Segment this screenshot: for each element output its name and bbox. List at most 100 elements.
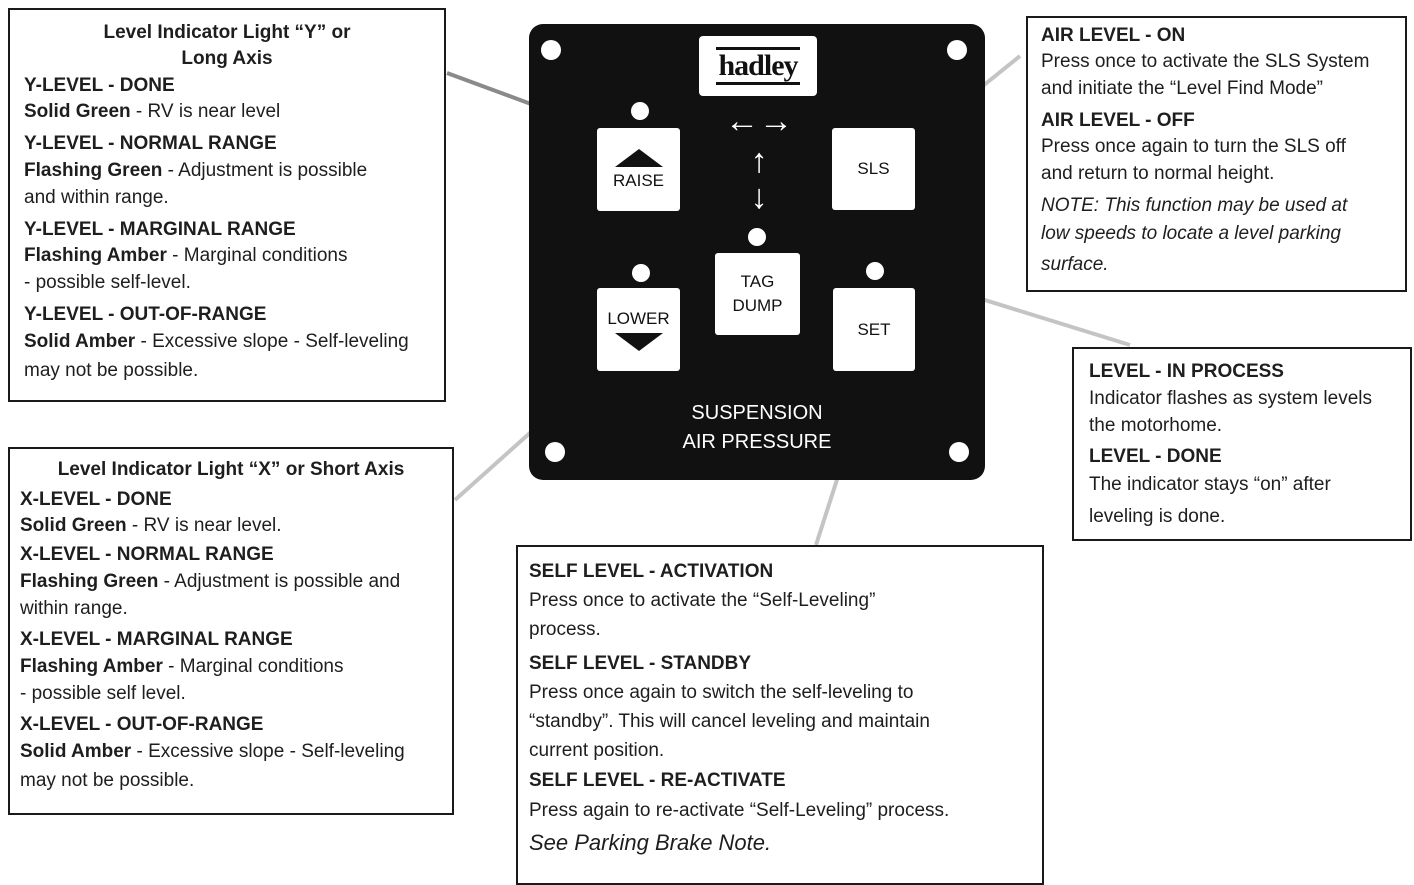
self-act-text1: Press once to activate the “Self-Levelin…	[529, 590, 876, 611]
x-out-bold: Solid Amber	[20, 741, 132, 762]
self-act-head: SELF LEVEL - ACTIVATION	[529, 561, 774, 582]
control-panel: hadley ←→ ↑ ↓ RAISE SLS LOWER TAG DUMP S…	[529, 24, 985, 480]
x-box-title: Level Indicator Light “X” or Short Axis	[57, 459, 405, 480]
x-done-head: X-LEVEL - DONE	[20, 489, 172, 510]
down-arrow-icon: ↓	[750, 178, 768, 216]
self-act-text2: process.	[529, 619, 601, 640]
y-marginal-text2: - possible self-level.	[24, 272, 191, 293]
x-marginal-desc: - Marginal conditions	[162, 656, 344, 677]
x-normal-head: X-LEVEL - NORMAL RANGE	[20, 544, 274, 565]
mount-hole-tr	[947, 40, 967, 60]
self-standby-text2: “standby”. This will cancel leveling and…	[529, 711, 930, 732]
x-done-desc: - RV is near level.	[126, 515, 282, 536]
x-marginal-text2: - possible self level.	[20, 683, 186, 704]
x-normal-text1: Flashing Green - Adjustment is possible …	[20, 571, 400, 593]
x-out-desc: - Excessive slope - Self-leveling	[131, 741, 405, 762]
x-out-head: X-LEVEL - OUT-OF-RANGE	[20, 714, 264, 735]
self-level-box: SELF LEVEL - ACTIVATION Press once to ac…	[516, 545, 1044, 885]
air-note-1: NOTE: This function may be used at	[1041, 195, 1348, 216]
y-done-bold: Solid Green	[24, 101, 131, 122]
x-normal-bold: Flashing Green	[20, 571, 159, 592]
y-done-desc: - RV is near level	[130, 101, 281, 122]
level-done-text1: The indicator stays “on” after	[1089, 474, 1331, 495]
self-reactivate-text: Press again to re-activate “Self-Levelin…	[529, 800, 950, 821]
x-level-box: Level Indicator Light “X” or Short Axis …	[8, 447, 454, 815]
lower-label: LOWER	[607, 308, 670, 328]
sls-button[interactable]: SLS	[832, 128, 915, 210]
y-box-title-1: Level Indicator Light “Y” or	[103, 22, 351, 43]
air-off-text1: Press once again to turn the SLS off	[1041, 136, 1346, 157]
y-out-desc: - Excessive slope - Self-leveling	[135, 331, 409, 352]
led-x-indicator	[748, 228, 766, 246]
mount-hole-tl	[541, 40, 561, 60]
self-standby-head: SELF LEVEL - STANDBY	[529, 653, 752, 674]
x-marginal-head: X-LEVEL - MARGINAL RANGE	[20, 629, 293, 650]
mount-hole-bl	[545, 442, 565, 462]
led-level-indicator	[866, 262, 884, 280]
set-label: SET	[857, 319, 891, 339]
y-normal-text1: Flashing Green - Adjustment is possible	[24, 160, 367, 182]
level-done-text2: leveling is done.	[1089, 506, 1226, 527]
air-note-3: surface.	[1041, 254, 1109, 275]
air-note-2: low speeds to locate a level parking	[1041, 223, 1341, 244]
lower-button[interactable]: LOWER	[597, 288, 680, 371]
y-marginal-head: Y-LEVEL - MARGINAL RANGE	[24, 219, 296, 240]
y-normal-bold: Flashing Green	[24, 160, 163, 181]
y-level-box: Level Indicator Light “Y” or Long Axis Y…	[8, 8, 446, 402]
horizontal-arrow-icon: ←→	[725, 102, 793, 140]
tag-label: TAG	[740, 272, 775, 291]
y-out-text1: Solid Amber - Excessive slope - Self-lev…	[24, 331, 409, 353]
air-off-head: AIR LEVEL - OFF	[1041, 110, 1195, 131]
air-on-head: AIR LEVEL - ON	[1041, 25, 1186, 46]
x-out-text1: Solid Amber - Excessive slope - Self-lev…	[20, 741, 405, 763]
x-out-text2: may not be possible.	[20, 770, 195, 791]
level-done-head: LEVEL - DONE	[1089, 446, 1222, 467]
air-level-box: AIR LEVEL - ON Press once to activate th…	[1026, 16, 1407, 292]
level-process-text2: the motorhome.	[1089, 415, 1223, 436]
level-process-box: LEVEL - IN PROCESS Indicator flashes as …	[1072, 347, 1412, 541]
x-marginal-text1: Flashing Amber - Marginal conditions	[20, 656, 343, 678]
y-done-head: Y-LEVEL - DONE	[24, 75, 175, 96]
led-y-indicator	[631, 102, 649, 120]
y-out-head: Y-LEVEL - OUT-OF-RANGE	[24, 304, 267, 325]
air-on-text1: Press once to activate the SLS System	[1041, 51, 1370, 72]
set-button[interactable]: SET	[833, 288, 915, 371]
self-reactivate-head: SELF LEVEL - RE-ACTIVATE	[529, 770, 786, 791]
logo-text: hadley	[716, 47, 800, 85]
level-process-head: LEVEL - IN PROCESS	[1089, 361, 1284, 382]
level-process-text1: Indicator flashes as system levels	[1089, 388, 1373, 409]
x-normal-text2: within range.	[20, 598, 128, 619]
air-on-text2: and initiate the “Level Find Mode”	[1041, 78, 1323, 99]
led-lower-indicator	[632, 264, 650, 282]
panel-label-air-pressure: AIR PRESSURE	[682, 431, 832, 453]
y-done-text: Solid Green - RV is near level	[24, 101, 280, 123]
y-box-title-2: Long Axis	[181, 48, 273, 69]
hadley-logo: hadley	[699, 36, 817, 96]
y-normal-text2: and within range.	[24, 187, 169, 208]
self-standby-text1: Press once again to switch the self-leve…	[529, 682, 914, 703]
raise-label: RAISE	[612, 170, 665, 190]
x-done-bold: Solid Green	[20, 515, 127, 536]
sls-label: SLS	[857, 159, 890, 178]
dump-label: DUMP	[732, 296, 783, 315]
x-done-text: Solid Green - RV is near level.	[20, 515, 282, 537]
raise-button[interactable]: RAISE	[597, 128, 680, 211]
mount-hole-br	[949, 442, 969, 462]
air-off-text2: and return to normal height.	[1041, 163, 1275, 184]
raise-triangle-icon	[614, 148, 663, 167]
panel-label-suspension: SUSPENSION	[691, 402, 823, 424]
y-marginal-desc: - Marginal conditions	[166, 245, 348, 266]
tag-dump-button[interactable]: TAG DUMP	[715, 253, 800, 335]
y-normal-desc: - Adjustment is possible	[162, 160, 368, 181]
y-out-bold: Solid Amber	[24, 331, 136, 352]
y-marginal-text1: Flashing Amber - Marginal conditions	[24, 245, 347, 267]
y-normal-head: Y-LEVEL - NORMAL RANGE	[24, 133, 277, 154]
up-arrow-icon: ↑	[750, 142, 768, 180]
y-marginal-bold: Flashing Amber	[24, 245, 167, 266]
self-standby-text3: current position.	[529, 740, 665, 761]
self-see-note: See Parking Brake Note.	[529, 830, 772, 855]
x-marginal-bold: Flashing Amber	[20, 656, 163, 677]
lower-triangle-icon	[614, 332, 663, 351]
y-out-text2: may not be possible.	[24, 360, 199, 381]
x-normal-desc: - Adjustment is possible and	[158, 571, 401, 592]
